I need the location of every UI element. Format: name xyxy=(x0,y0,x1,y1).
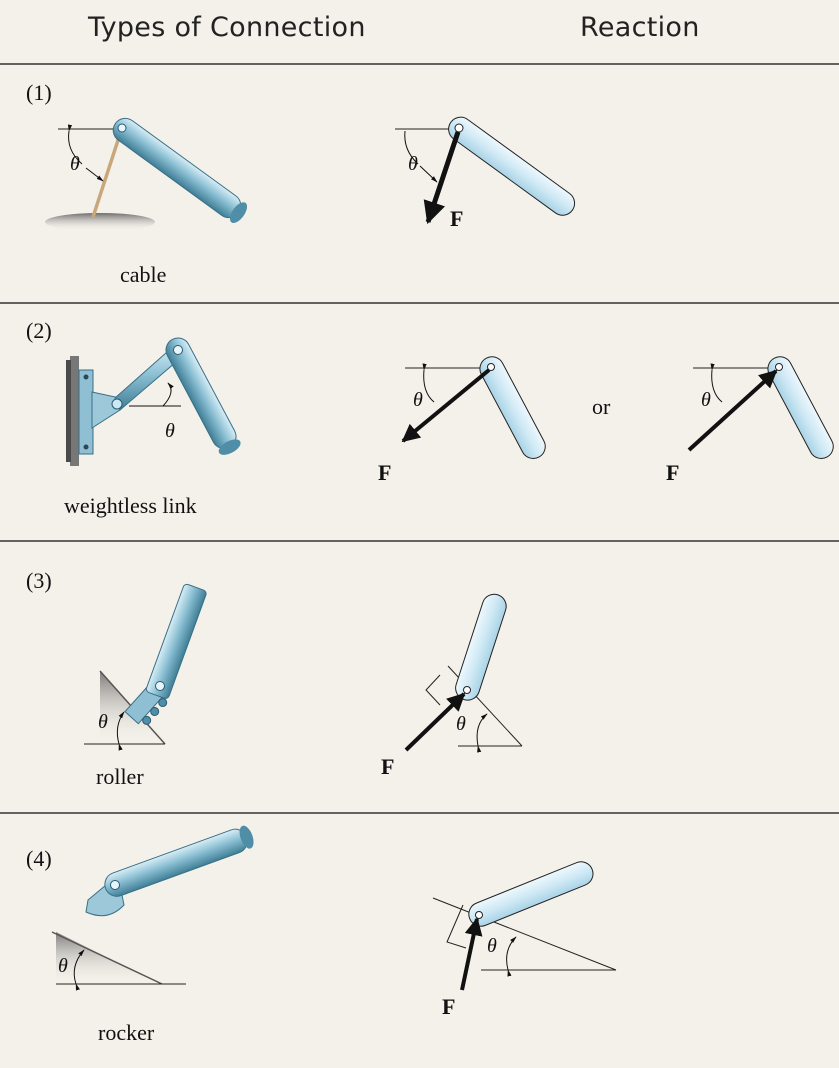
angle-theta: θ xyxy=(456,713,466,735)
row-number: (4) xyxy=(26,846,52,871)
angle-theta: θ xyxy=(58,955,68,977)
bar-member xyxy=(112,117,248,223)
types-of-connection-header: Types of Connection xyxy=(88,12,366,43)
angle-theta: θ xyxy=(165,420,175,442)
bar-member xyxy=(448,116,576,216)
ground-surface xyxy=(45,213,155,231)
row-number: (2) xyxy=(26,318,52,343)
bar-member xyxy=(145,583,207,699)
bar-member xyxy=(165,337,241,455)
row-3: (3) θ roller xyxy=(26,568,523,789)
row-2: (2) θ weightless link xyxy=(26,318,834,518)
cable xyxy=(91,127,124,218)
rocker-illustration: θ xyxy=(51,825,254,991)
force-label: F xyxy=(378,460,391,485)
connection-name: weightless link xyxy=(64,493,197,518)
row-number: (3) xyxy=(26,568,52,593)
force-arrow xyxy=(423,131,461,225)
wall xyxy=(70,356,79,466)
rocker-reaction: θ F xyxy=(432,861,617,1019)
angle-theta: θ xyxy=(70,153,80,175)
connection-name: cable xyxy=(120,262,166,287)
bar-member xyxy=(104,825,254,897)
angle-theta: θ xyxy=(98,711,108,733)
angle-theta: θ xyxy=(413,389,423,411)
angle-theta: θ xyxy=(487,935,497,957)
wall-bracket xyxy=(78,369,94,455)
force-label: F xyxy=(381,754,394,779)
cable-reaction: θ F xyxy=(395,116,576,231)
force-arrow xyxy=(404,692,466,752)
force-arrow xyxy=(460,917,483,991)
angle-theta: θ xyxy=(701,389,711,411)
weightless-link-illustration: θ xyxy=(66,337,241,466)
link-reaction-pushing: θ F xyxy=(666,356,834,485)
angle-theta: θ xyxy=(408,153,418,175)
bar-member xyxy=(468,861,594,927)
force-label: F xyxy=(666,460,679,485)
roller-reaction: θ F xyxy=(381,593,523,779)
row-4: (4) θ rocker xyxy=(26,825,617,1045)
link-reaction-pulling: θ F xyxy=(378,356,546,485)
bar-member xyxy=(767,356,834,459)
connection-name: roller xyxy=(96,764,144,789)
roller-illustration: θ xyxy=(84,583,207,751)
row-1: (1) θ cable xyxy=(26,80,576,287)
force-label: F xyxy=(442,994,455,1019)
cable-illustration: θ xyxy=(45,117,248,231)
row-number: (1) xyxy=(26,80,52,105)
connection-name: rocker xyxy=(98,1020,155,1045)
force-label: F xyxy=(450,206,463,231)
or-label: or xyxy=(592,394,611,419)
bar-member xyxy=(479,356,546,459)
force-arrow xyxy=(401,368,491,443)
reaction-header: Reaction xyxy=(580,12,700,43)
bar-member xyxy=(455,593,507,701)
force-arrow xyxy=(687,369,778,452)
